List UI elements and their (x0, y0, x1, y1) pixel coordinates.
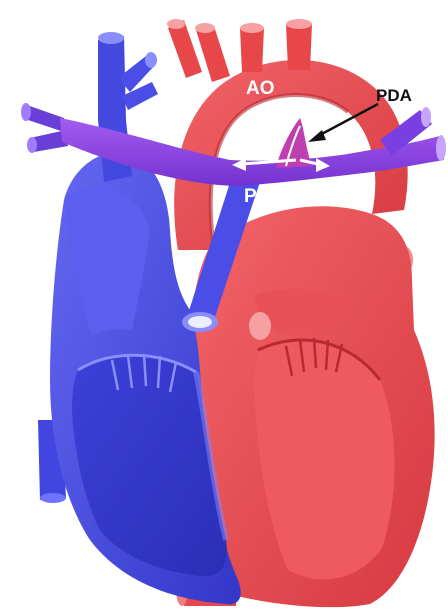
aorta-label: AO (246, 78, 275, 100)
pda-label: PDA (376, 86, 412, 106)
pulmonary-artery-label: PA (244, 186, 269, 208)
